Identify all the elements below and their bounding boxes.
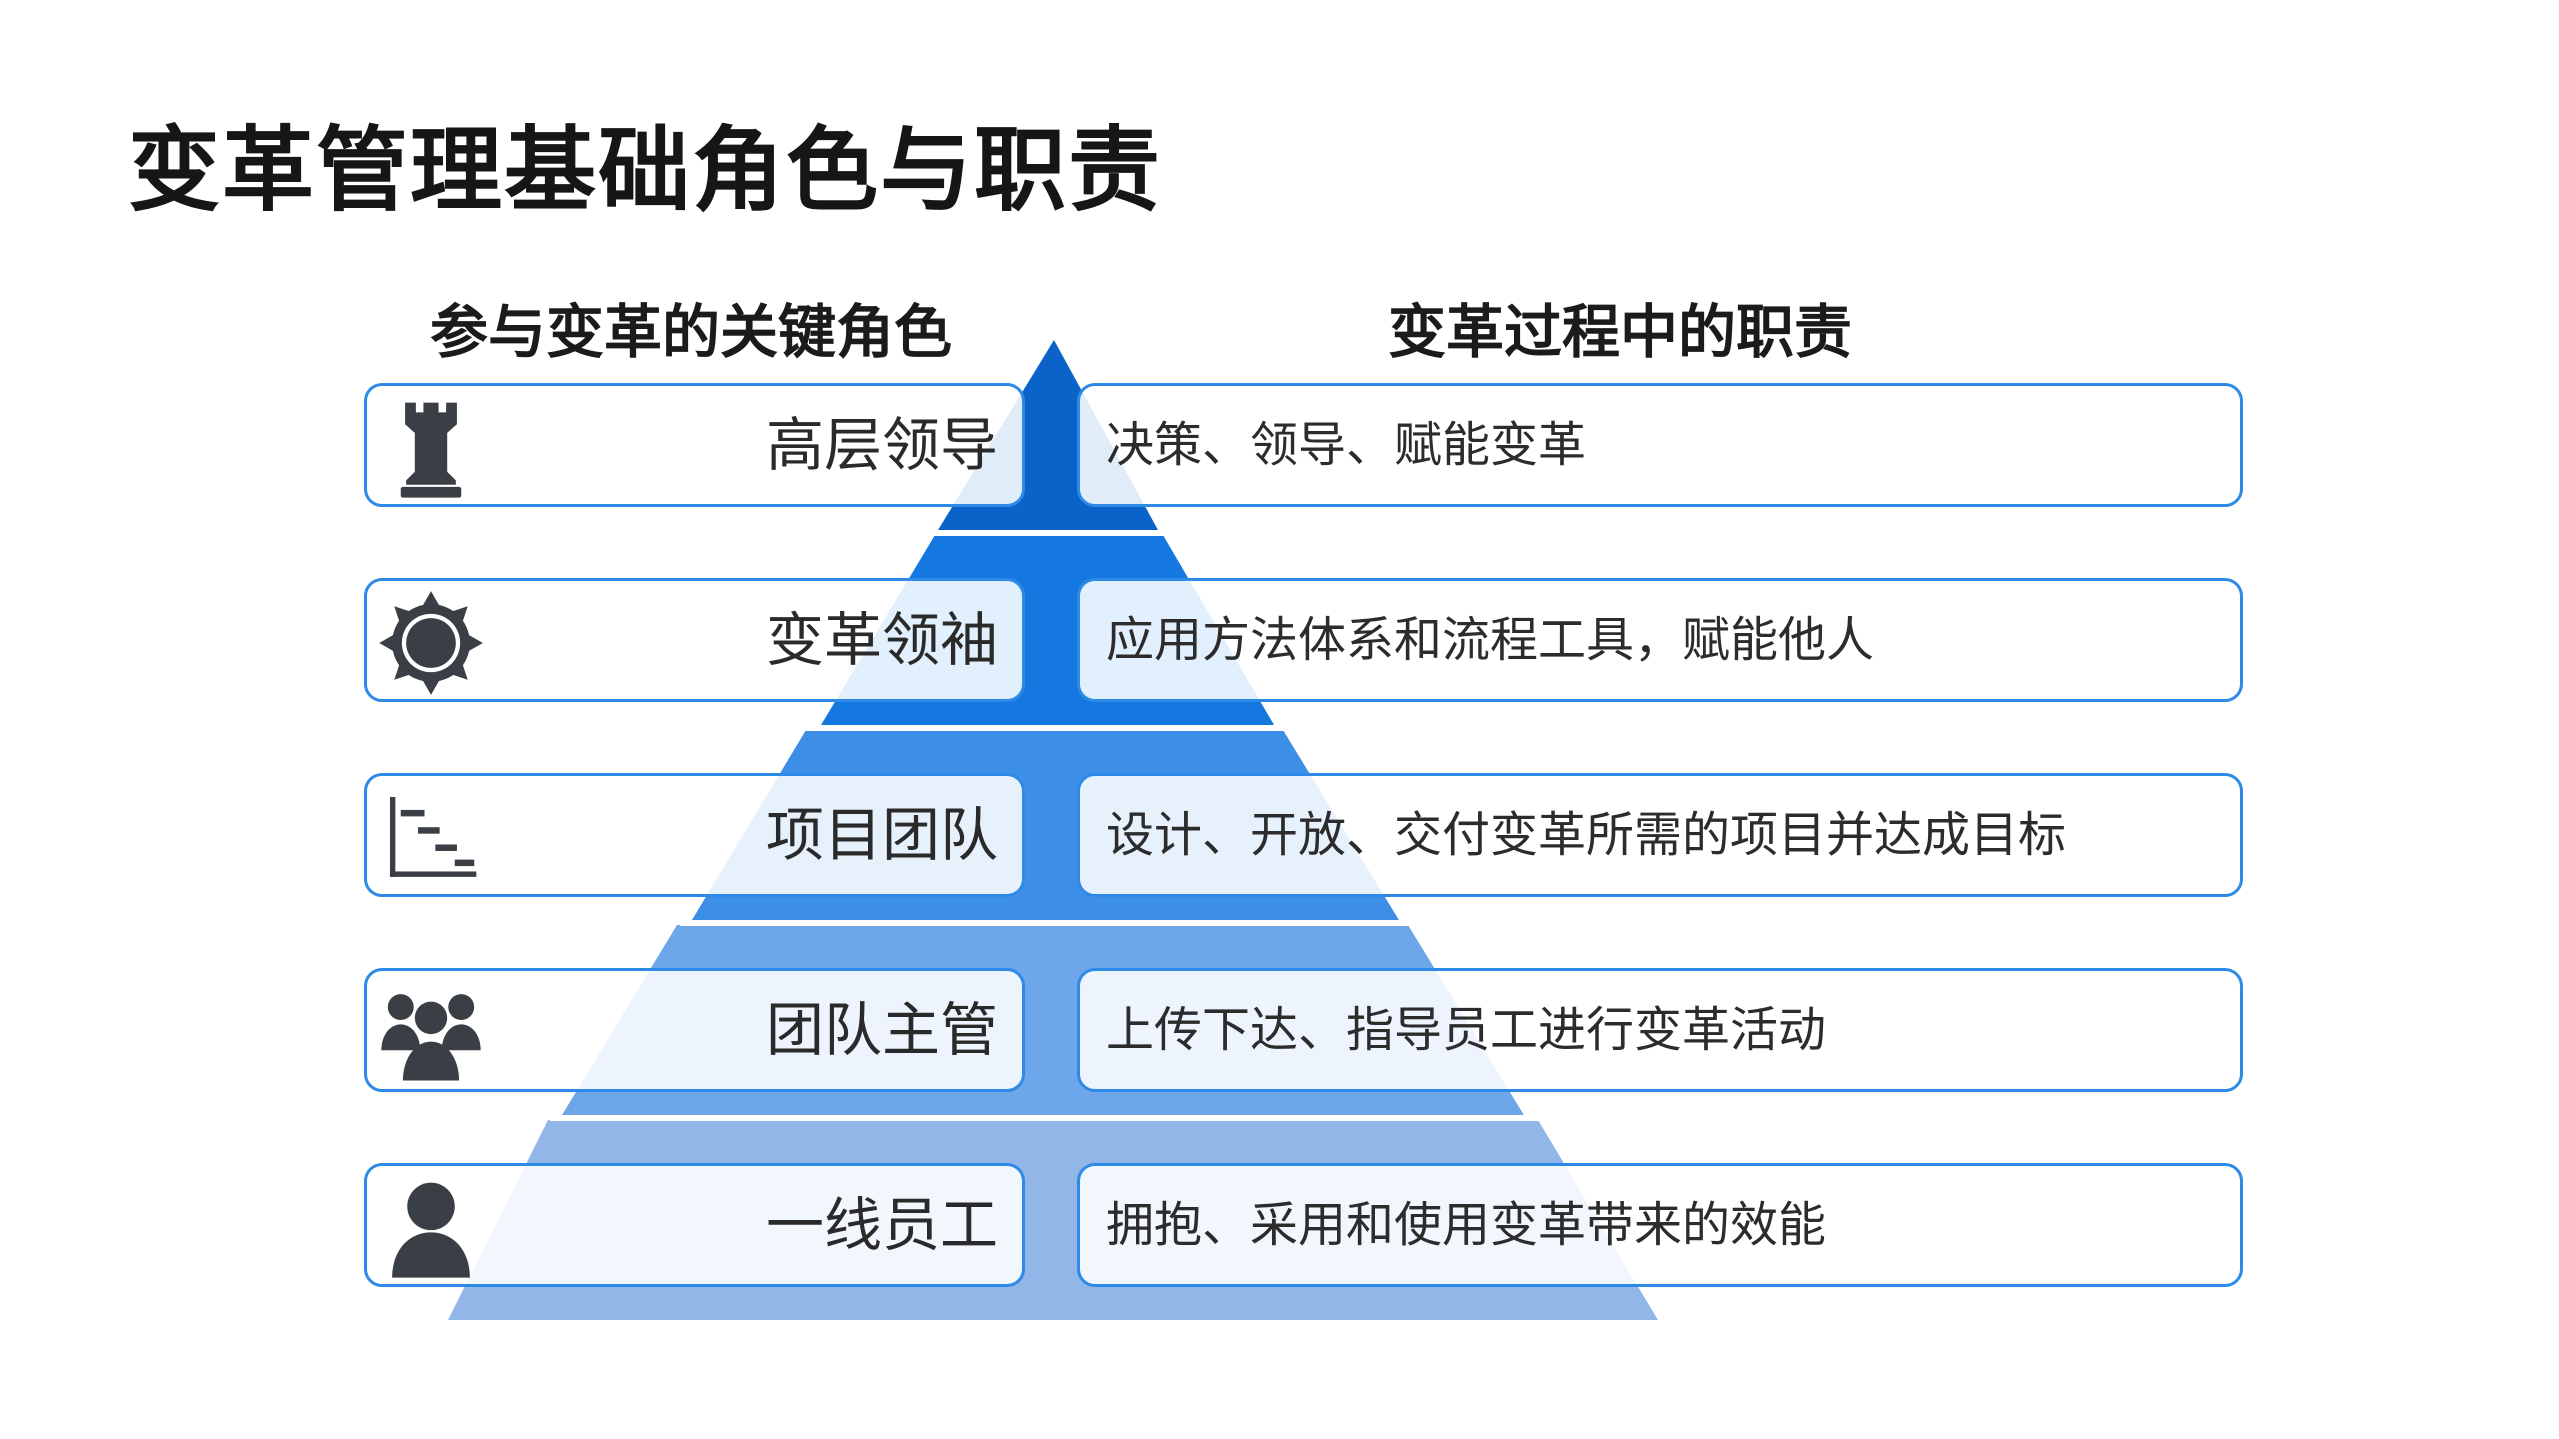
role-label: 项目团队 (765, 801, 998, 869)
duty-card-change-leaders: 应用方法体系和流程工具，赋能他人 (1077, 578, 2243, 702)
duty-text: 拥抱、采用和使用变革带来的效能 (1106, 1197, 1827, 1253)
duty-card-frontline-staff: 拥抱、采用和使用变革带来的效能 (1077, 1163, 2243, 1287)
role-card-frontline-staff: 一线员工 (364, 1163, 1025, 1287)
user-icon (377, 1174, 485, 1282)
role-label: 高层领导 (765, 411, 998, 479)
role-label: 变革领袖 (765, 606, 998, 674)
sun-gear-icon (377, 589, 485, 697)
duty-card-team-managers: 上传下达、指导员工进行变革活动 (1077, 968, 2243, 1092)
duty-card-executives: 决策、领导、赋能变革 (1077, 383, 2243, 507)
role-label: 一线员工 (765, 1191, 998, 1259)
duty-text: 应用方法体系和流程工具，赋能他人 (1106, 612, 1875, 668)
role-card-executives: 高层领导 (364, 383, 1025, 507)
duties-column-header: 变革过程中的职责 (1388, 298, 1853, 366)
roles-column-header: 参与变革的关键角色 (430, 298, 953, 366)
role-card-change-leaders: 变革领袖 (364, 578, 1025, 702)
gantt-steps-icon (377, 784, 485, 892)
role-card-project-team: 项目团队 (364, 773, 1025, 897)
page-title: 变革管理基础角色与职责 (128, 117, 1163, 224)
duty-text: 设计、开放、交付变革所需的项目并达成目标 (1106, 807, 2067, 863)
role-card-team-managers: 团队主管 (364, 968, 1025, 1092)
duty-text: 决策、领导、赋能变革 (1106, 417, 1587, 473)
chess-rook-icon (377, 394, 485, 502)
user-group-icon (377, 979, 485, 1087)
duty-card-project-team: 设计、开放、交付变革所需的项目并达成目标 (1077, 773, 2243, 897)
duty-text: 上传下达、指导员工进行变革活动 (1106, 1002, 1827, 1058)
role-label: 团队主管 (765, 996, 998, 1064)
